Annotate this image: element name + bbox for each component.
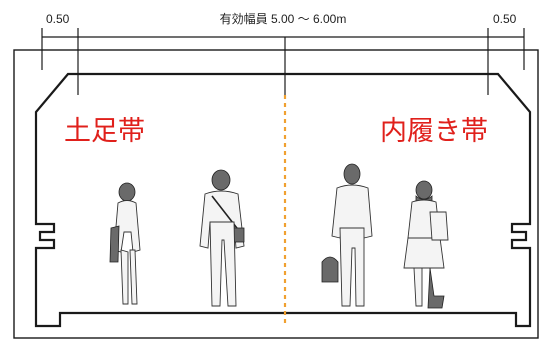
outer-frame (13, 49, 539, 339)
corridor-outline (34, 72, 532, 328)
effective-width-label: 有効幅員 5.00 ～ 6.00m (220, 11, 347, 26)
dimension-line (41, 28, 525, 95)
person-figure-3 (321, 163, 373, 307)
person-figure-2 (199, 169, 245, 307)
zone-label-left: 土足帯 (64, 116, 145, 147)
zone-label-right: 内履き帯 (380, 116, 488, 147)
right-margin-label: 0.50 (493, 12, 517, 26)
person-figure-1 (109, 182, 141, 305)
person-figure-4 (403, 180, 449, 309)
left-margin-label: 0.50 (46, 12, 70, 26)
